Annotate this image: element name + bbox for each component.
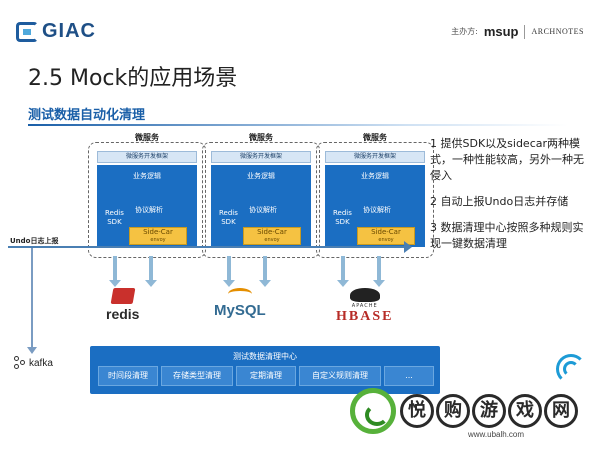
slide-title: 2.5 Mock的应用场景 xyxy=(28,66,238,91)
note-item: 1 提供SDK以及sidecar两种模式，一种性能较高，另外一种无侵入 xyxy=(430,137,584,182)
redis-store: redis xyxy=(106,288,139,322)
watermark-char: 悦 xyxy=(400,394,434,428)
undo-log-line xyxy=(8,246,408,248)
microservice-label: 微服务 xyxy=(363,133,387,142)
redis-name: redis xyxy=(106,306,140,322)
sponsor-label: 主办方: xyxy=(451,27,478,36)
microservice-box-2: 微服务 微服务开发框架 业务逻辑 协议解析 Redis SDK Side-Car… xyxy=(202,133,320,258)
business-logic: 业务逻辑 xyxy=(247,172,275,180)
redis-sdk-line1: Redis xyxy=(105,209,124,217)
redis-logo-icon xyxy=(110,288,136,304)
watermark-url: www.ubalh.com xyxy=(468,430,525,439)
rule-periodic: 定期清理 xyxy=(236,366,296,386)
note-item: 3 数据清理中心按照多种规则实现一键数据清理 xyxy=(430,221,584,250)
redis-sdk-line2: SDK xyxy=(221,218,236,226)
subtitle-underline xyxy=(28,124,568,126)
watermark: 悦 购 游 戏 网 xyxy=(350,388,578,434)
notes-list: 1 提供SDK以及sidecar两种模式，一种性能较高，另外一种无侵入 2 自动… xyxy=(430,136,590,262)
watermark-logo-icon xyxy=(350,388,396,434)
giac-logo: GIAC xyxy=(16,20,96,43)
sponsor-divider xyxy=(524,24,526,39)
watermark-chars: 悦 购 游 戏 网 xyxy=(400,394,578,428)
microservice-label: 微服务 xyxy=(249,133,273,142)
sidecar-envoy: Side-Car envoy xyxy=(129,227,187,245)
redis-sdk-line1: Redis xyxy=(333,209,352,217)
sponsor-bar: 主办方: msup ARCHNOTES xyxy=(451,24,584,39)
protocol-parse: 协议解析 xyxy=(135,206,163,214)
microservice-box-1: 微服务 微服务开发框架 业务逻辑 协议解析 Redis SDK Side-Car… xyxy=(88,133,206,258)
signal-icon xyxy=(556,354,586,384)
watermark-char: 购 xyxy=(436,394,470,428)
undo-arrow-icon xyxy=(404,241,412,253)
sidecar-label: Side-Car xyxy=(371,228,401,236)
kafka-logo: kafka xyxy=(14,356,53,370)
redis-sdk-line1: Redis xyxy=(219,209,238,217)
down-arrow-icon xyxy=(373,256,385,287)
envoy-label: envoy xyxy=(150,237,166,243)
sidecar-envoy: Side-Car envoy xyxy=(243,227,301,245)
down-arrow-icon xyxy=(145,256,157,287)
rule-storage-type: 存储类型清理 xyxy=(161,366,233,386)
giac-logo-text: GIAC xyxy=(42,20,96,42)
data-cleanup-center: 测试数据清理中心 时间段清理 存储类型清理 定期清理 自定义规则清理 ... xyxy=(90,346,440,394)
mysql-dolphin-icon xyxy=(227,288,252,300)
down-arrow-icon xyxy=(337,256,349,287)
rule-time-range: 时间段清理 xyxy=(98,366,158,386)
mysql-store: MySQL xyxy=(214,288,266,319)
rule-more: ... xyxy=(384,366,434,386)
envoy-label: envoy xyxy=(378,237,394,243)
msup-logo: msup xyxy=(483,24,519,39)
watermark-char: 网 xyxy=(544,394,578,428)
business-logic: 业务逻辑 xyxy=(133,172,161,180)
sidecar-envoy: Side-Car envoy xyxy=(357,227,415,245)
undo-log-label: Undo日志上报 xyxy=(10,237,59,245)
watermark-char: 戏 xyxy=(508,394,542,428)
hbase-orca-icon xyxy=(349,288,380,302)
undo-down-line xyxy=(31,248,33,350)
microservice-box-3: 微服务 微服务开发框架 业务逻辑 协议解析 Redis SDK Side-Car… xyxy=(316,133,434,258)
slide-subtitle: 测试数据自动化清理 xyxy=(28,108,146,123)
protocol-parse: 协议解析 xyxy=(249,206,277,214)
down-arrow-icon xyxy=(259,256,271,287)
microservice-framework: 微服务开发框架 xyxy=(97,151,197,163)
rule-custom: 自定义规则清理 xyxy=(299,366,381,386)
sidecar-label: Side-Car xyxy=(143,228,173,236)
down-arrow-icon xyxy=(223,256,235,287)
hbase-store: APACHE HBASE xyxy=(336,288,393,325)
redis-sdk: Redis SDK xyxy=(105,209,124,227)
kafka-text: kafka xyxy=(29,357,53,369)
sidecar-label: Side-Car xyxy=(257,228,287,236)
cleanup-rules: 时间段清理 存储类型清理 定期清理 自定义规则清理 ... xyxy=(98,366,434,386)
microservice-framework: 微服务开发框架 xyxy=(325,151,425,163)
protocol-parse: 协议解析 xyxy=(363,206,391,214)
mysql-name: MySQL xyxy=(214,302,266,319)
watermark-char: 游 xyxy=(472,394,506,428)
microservice-label: 微服务 xyxy=(135,133,159,142)
hbase-name: HBASE xyxy=(336,309,394,324)
down-arrow-icon xyxy=(27,347,37,354)
microservice-body: 业务逻辑 协议解析 Redis SDK Side-Car envoy xyxy=(325,165,425,247)
center-title: 测试数据清理中心 xyxy=(233,352,297,361)
redis-sdk: Redis SDK xyxy=(333,209,352,227)
down-arrow-icon xyxy=(109,256,121,287)
redis-sdk-line2: SDK xyxy=(107,218,122,226)
business-logic: 业务逻辑 xyxy=(361,172,389,180)
hbase-apache: APACHE xyxy=(351,303,378,309)
giac-logo-icon xyxy=(16,21,38,42)
archnotes-logo: ARCHNOTES xyxy=(531,27,584,36)
redis-sdk-line2: SDK xyxy=(335,218,350,226)
microservice-body: 业务逻辑 协议解析 Redis SDK Side-Car envoy xyxy=(97,165,197,247)
kafka-icon xyxy=(14,356,26,370)
microservice-framework: 微服务开发框架 xyxy=(211,151,311,163)
note-item: 2 自动上报Undo日志并存储 xyxy=(430,195,569,208)
microservice-body: 业务逻辑 协议解析 Redis SDK Side-Car envoy xyxy=(211,165,311,247)
envoy-label: envoy xyxy=(264,237,280,243)
redis-sdk: Redis SDK xyxy=(219,209,238,227)
